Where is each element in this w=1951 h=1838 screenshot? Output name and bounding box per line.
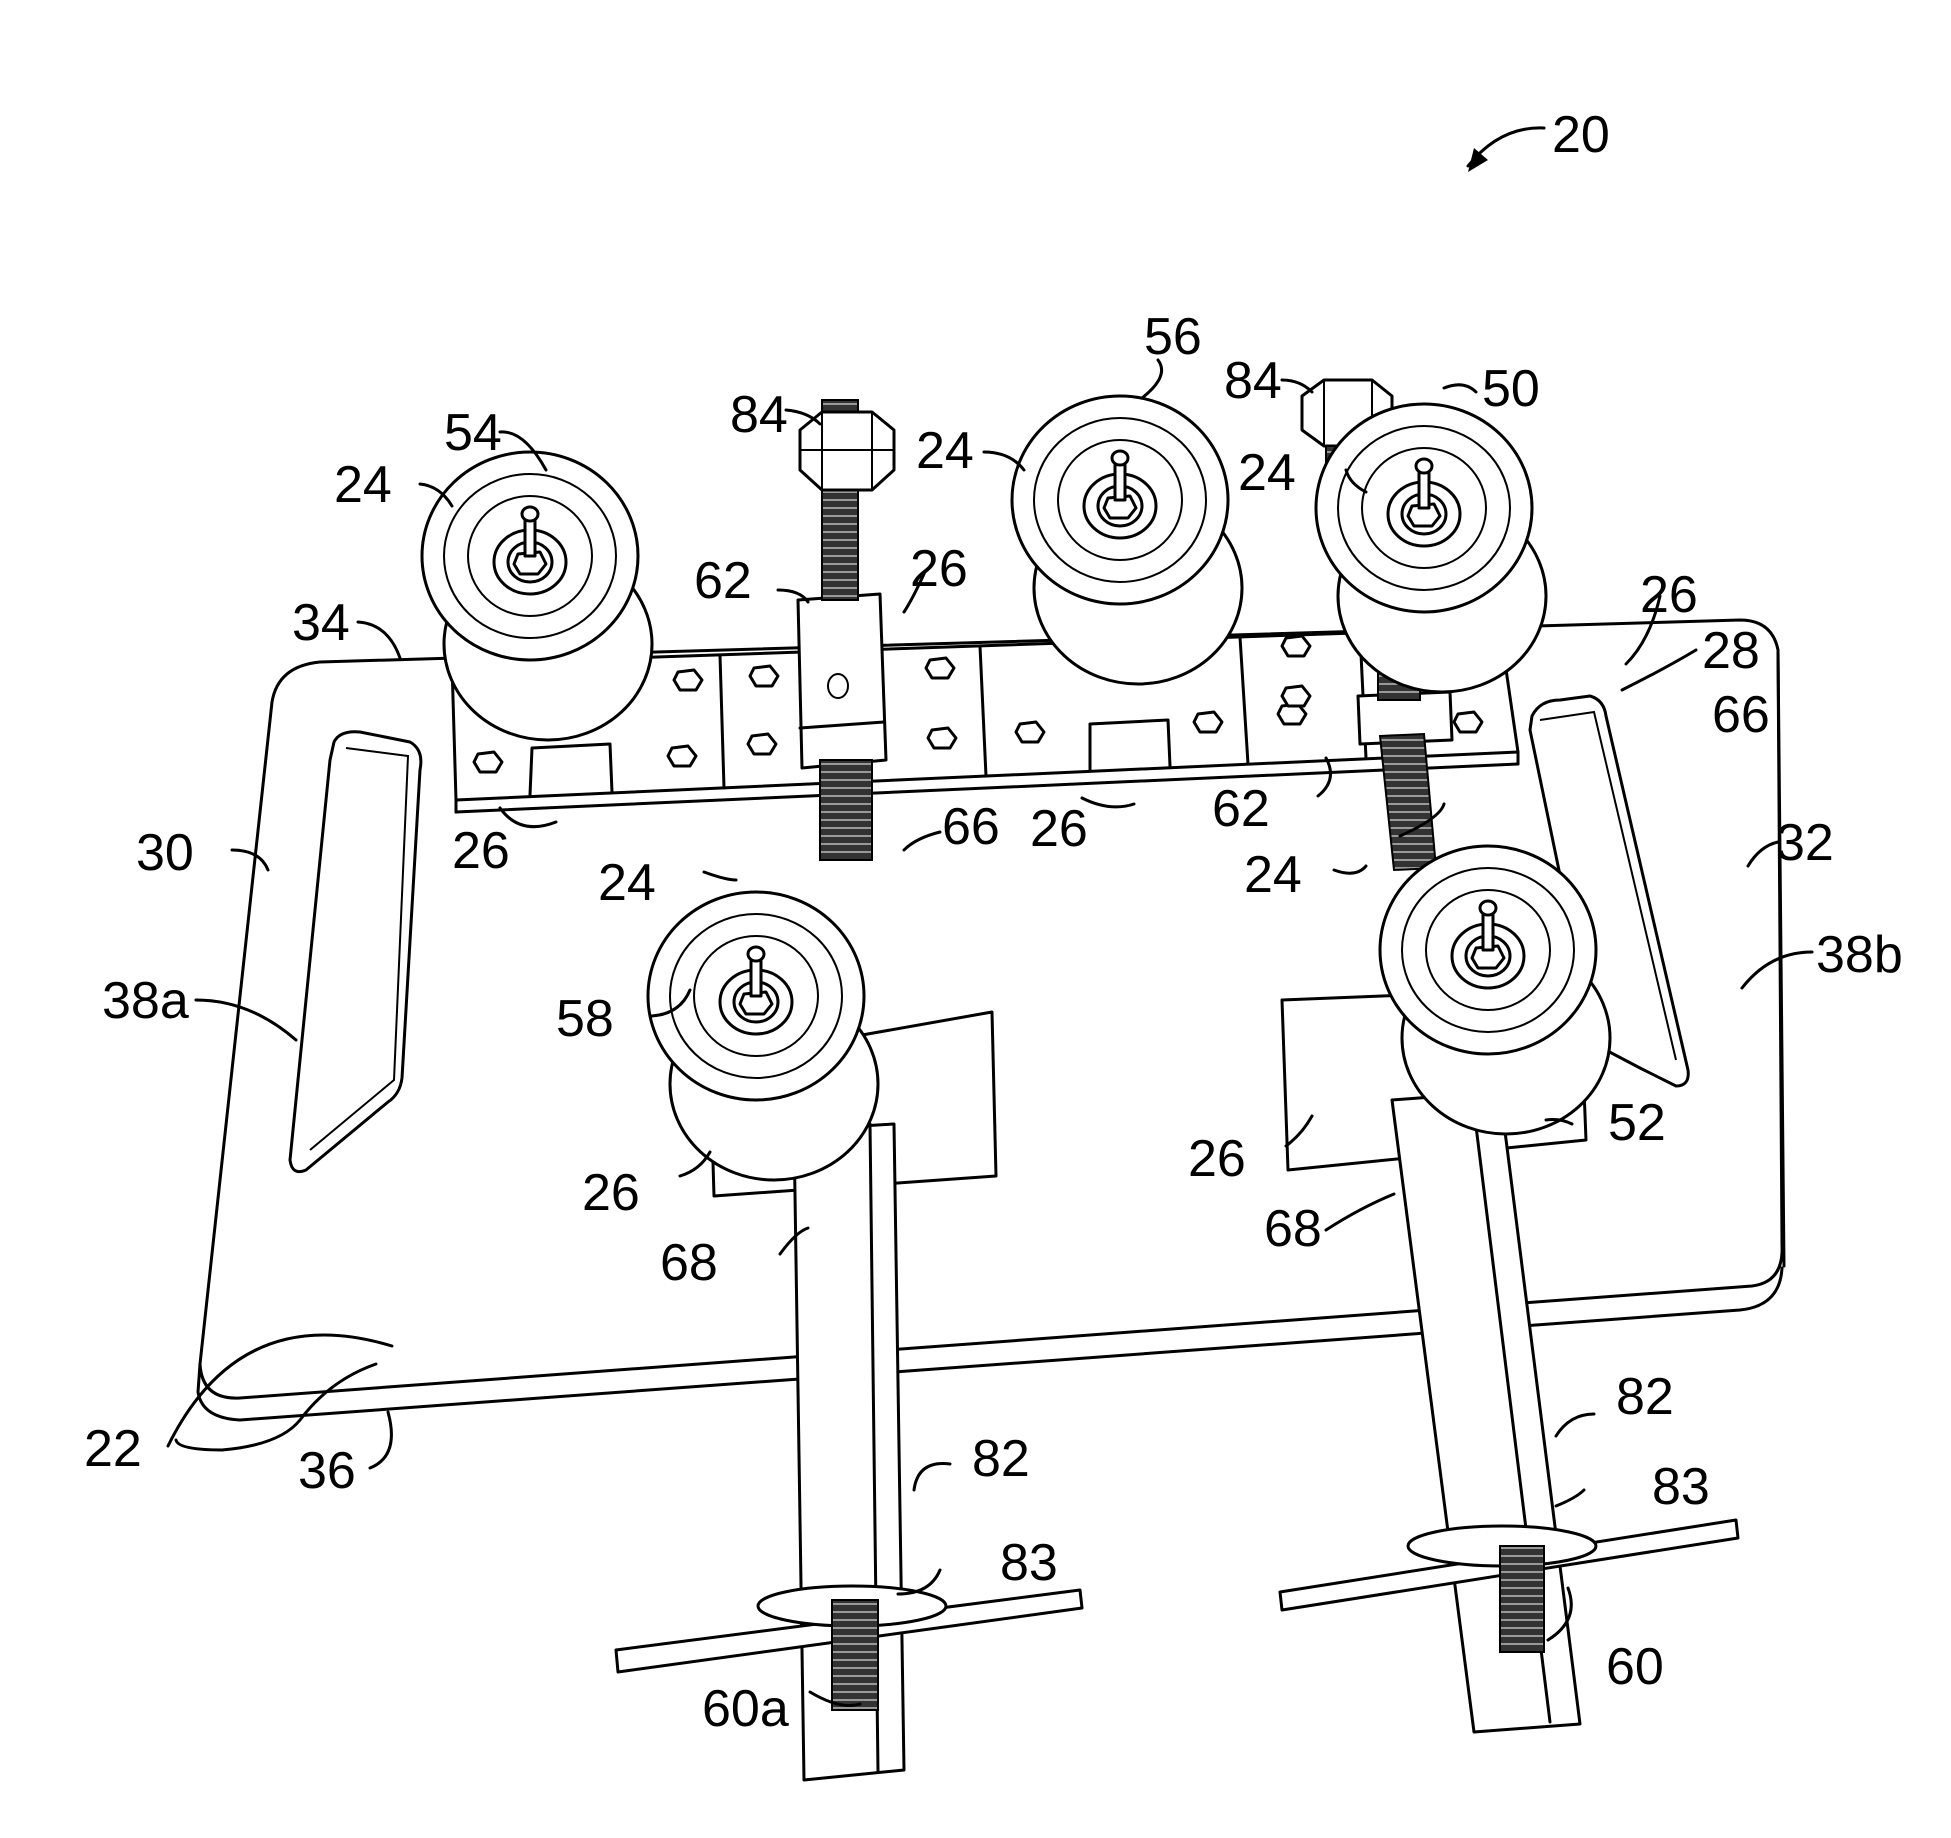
label-84-b: 84 [1224, 352, 1282, 410]
label-38a: 38a [102, 972, 189, 1030]
label-62-a: 62 [694, 552, 752, 610]
label-26-c: 26 [1030, 800, 1088, 858]
label-83-b: 83 [1652, 1458, 1710, 1516]
arrow-head-20 [1468, 148, 1488, 172]
label-82-b: 82 [1616, 1368, 1674, 1426]
label-26-f: 26 [1188, 1130, 1246, 1188]
label-82-a: 82 [972, 1430, 1030, 1488]
label-54: 54 [444, 404, 502, 462]
label-32: 32 [1776, 814, 1834, 872]
label-50: 50 [1482, 360, 1540, 418]
label-28: 28 [1702, 622, 1760, 680]
label-36: 36 [298, 1442, 356, 1500]
label-68-b: 68 [1264, 1200, 1322, 1258]
label-22: 22 [84, 1420, 142, 1478]
label-24-e: 24 [1244, 846, 1302, 904]
label-84-a: 84 [730, 386, 788, 444]
label-26-d: 26 [1640, 566, 1698, 624]
label-66-b: 66 [1712, 686, 1770, 744]
label-62-b: 62 [1212, 780, 1270, 838]
label-30: 30 [136, 824, 194, 882]
label-66-a: 66 [942, 798, 1000, 856]
label-52: 52 [1608, 1094, 1666, 1152]
label-20: 20 [1552, 106, 1610, 164]
label-56: 56 [1144, 308, 1202, 366]
label-24-d: 24 [598, 854, 656, 912]
label-26-a: 26 [452, 822, 510, 880]
label-60: 60 [1606, 1638, 1664, 1696]
label-26-b: 26 [910, 540, 968, 598]
label-26-e: 26 [582, 1164, 640, 1222]
label-38b: 38b [1816, 926, 1903, 984]
label-34: 34 [292, 594, 350, 652]
label-24-c: 24 [1238, 444, 1296, 502]
threaded-rod-66-left [820, 760, 872, 860]
label-24-b: 24 [916, 422, 974, 480]
label-68-a: 68 [660, 1234, 718, 1292]
label-60a: 60a [702, 1680, 789, 1738]
label-58: 58 [556, 990, 614, 1048]
hex-nut-84-left [800, 412, 894, 490]
label-24-a: 24 [334, 456, 392, 514]
label-83-a: 83 [1000, 1534, 1058, 1592]
